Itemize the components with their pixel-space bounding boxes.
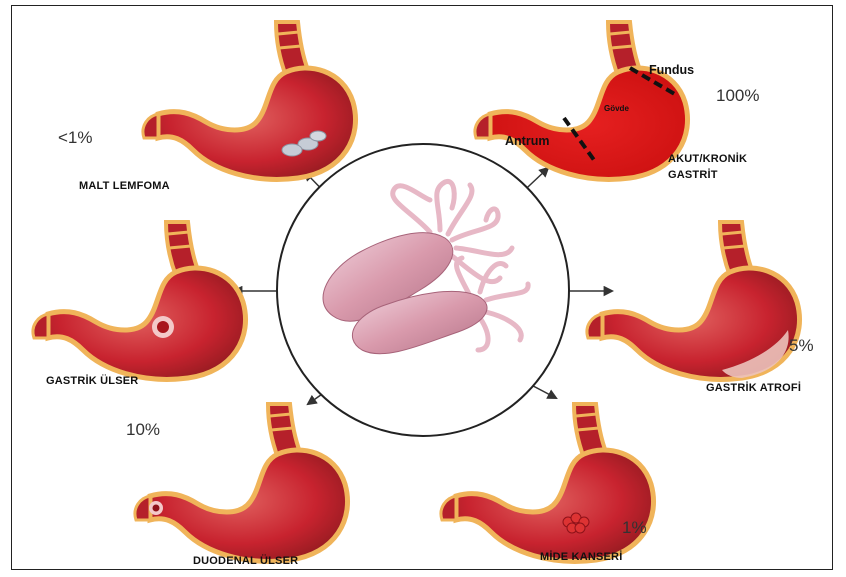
malt-percent: <1% xyxy=(58,128,93,148)
cancer-percent: 1% xyxy=(622,518,647,538)
gastritis-label-line2: GASTRİT xyxy=(668,169,718,181)
cancer-label: MİDE KANSERİ xyxy=(540,551,622,563)
body-label: Gövde xyxy=(604,104,629,113)
atrophy-label: GASTRİK ATROFİ xyxy=(706,382,801,394)
diagram-frame xyxy=(11,5,833,570)
gastritis-label-line1: AKUT/KRONİK xyxy=(668,153,747,165)
duodenal-ulcer-label: DUODENAL ÜLSER xyxy=(193,555,298,567)
gastritis-percent: 100% xyxy=(716,86,759,106)
antrum-label: Antrum xyxy=(505,134,549,148)
duodenal-ulcer-percent: 10% xyxy=(126,420,160,440)
fundus-label: Fundus xyxy=(649,63,694,77)
gastric-ulcer-label: GASTRİK ÜLSER xyxy=(46,375,138,387)
atrophy-percent: 5% xyxy=(789,336,814,356)
malt-label: MALT LEMFOMA xyxy=(79,180,170,192)
